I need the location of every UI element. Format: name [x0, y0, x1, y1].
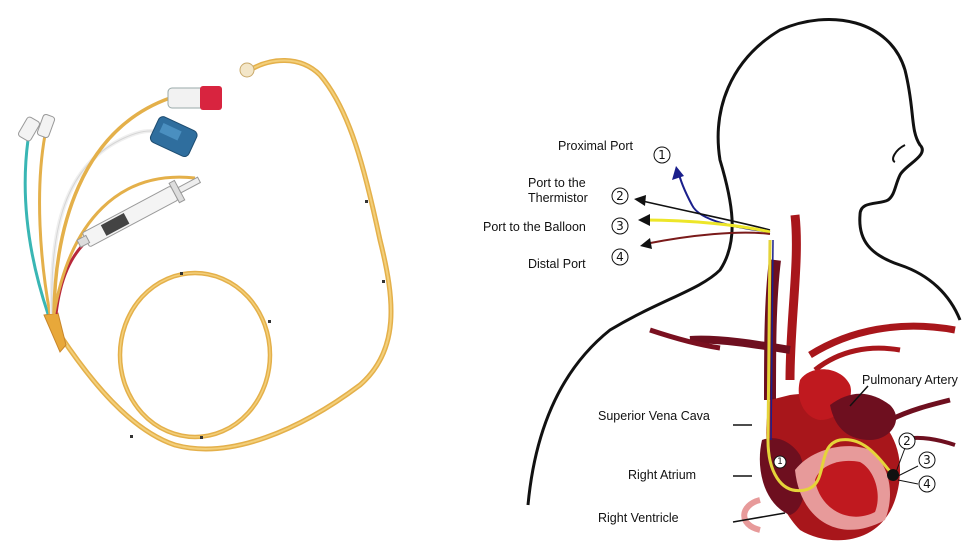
label-proximal-port: Proximal Port: [558, 139, 634, 153]
svg-text:3: 3: [616, 219, 624, 233]
label-thermistor-1: Port to the: [528, 176, 586, 190]
label-pulmonary-artery: Pulmonary Artery: [862, 373, 959, 387]
svg-text:4: 4: [923, 477, 931, 491]
catheter-main-tube: [60, 60, 391, 448]
label-superior-vena-cava: Superior Vena Cava: [598, 409, 710, 423]
label-balloon-port: Port to the Balloon: [483, 220, 586, 234]
lumen-thermistor-line: [638, 200, 770, 230]
svg-text:4: 4: [616, 250, 624, 264]
body-silhouette: [528, 19, 960, 505]
anatomy-diagram: 1: [528, 19, 960, 540]
port-number-3: 3: [612, 218, 628, 234]
svg-text:2: 2: [903, 434, 911, 448]
svg-text:1: 1: [658, 148, 666, 162]
port-number-1: 1: [654, 147, 670, 163]
thermistor-connector-icon: [149, 115, 199, 158]
svg-text:3: 3: [923, 453, 931, 467]
catheter-photo: [17, 60, 391, 448]
port-number-2: 2: [612, 188, 628, 204]
svg-text:2: 2: [616, 189, 624, 203]
heart-port-number-4: 4: [919, 476, 935, 492]
label-right-ventricle: Right Ventricle: [598, 511, 679, 525]
port-number-4: 4: [612, 249, 628, 265]
label-right-atrium: Right Atrium: [628, 468, 696, 482]
balloon-connector-icon: [168, 86, 222, 110]
catheter-hub: [44, 313, 66, 352]
heart-port-number-3: 3: [919, 452, 935, 468]
catheter-coil: [120, 273, 270, 437]
heart-port-number-2: 2: [899, 433, 915, 449]
label-thermistor-2: Thermistor: [528, 191, 588, 205]
svg-text:1: 1: [777, 457, 783, 467]
aorta-vessel: [790, 215, 796, 380]
lumen-distal-line: [645, 233, 770, 244]
label-distal-port: Distal Port: [528, 257, 586, 271]
